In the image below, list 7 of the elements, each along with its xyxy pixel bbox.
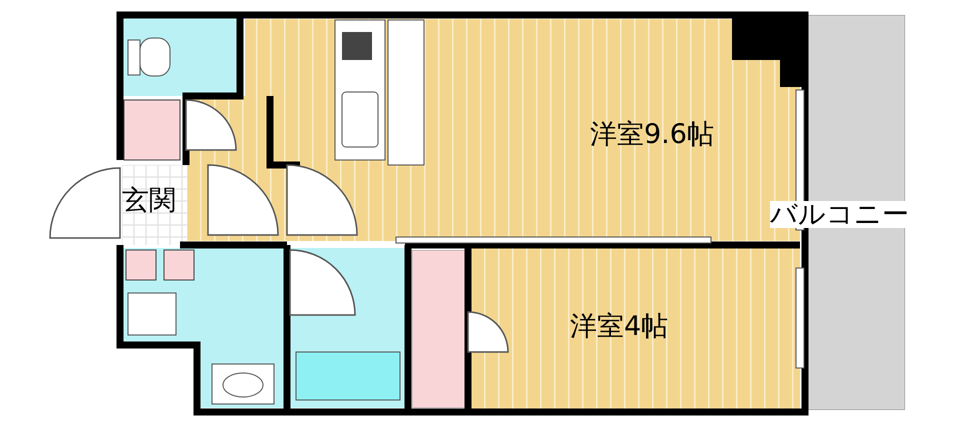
room-label: 玄関	[122, 187, 176, 214]
closet	[412, 250, 465, 408]
bedroom	[470, 248, 800, 410]
entrance-area	[122, 165, 187, 245]
room-label: 洋室9.6帖	[590, 121, 714, 148]
room-label: 洋室4帖	[570, 313, 668, 340]
room-label: バルコニー	[770, 201, 909, 228]
